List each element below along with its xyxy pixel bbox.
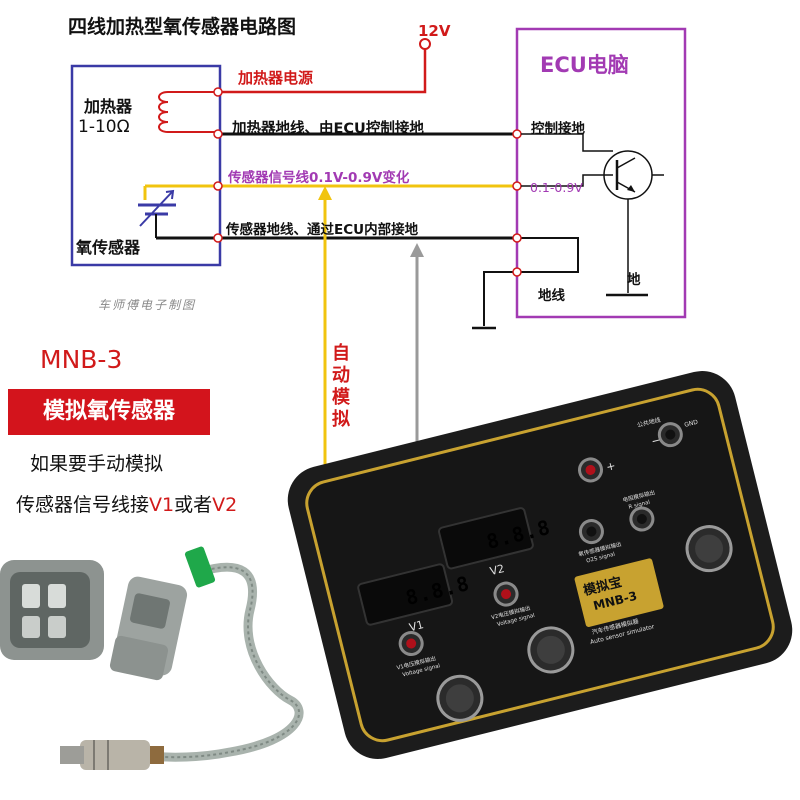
transistor-symbol bbox=[521, 133, 664, 297]
display-v2-label: V2 bbox=[489, 562, 506, 578]
gnd-label: GND bbox=[684, 419, 699, 429]
terminals bbox=[213, 87, 522, 277]
o2-sensor-photo bbox=[60, 546, 304, 770]
simulator-device: 8.8.8 8.8.8 V1 V2 模拟宝 MNB-3 汽车传感器模拟器 Aut… bbox=[287, 371, 793, 759]
manual-sim-line: 如果要手动模拟 bbox=[30, 453, 164, 475]
heater-power-wire bbox=[216, 48, 427, 94]
ecu-box bbox=[515, 27, 687, 319]
ecu-signal-range-label: 0.1-0.9V bbox=[530, 180, 583, 195]
plus-label: + bbox=[605, 459, 617, 474]
connect-v1: V1 bbox=[149, 494, 175, 516]
ecu-earth-label: 地 bbox=[627, 272, 641, 288]
auto-simulation-label: 自动模拟 bbox=[332, 343, 350, 430]
knobs bbox=[436, 525, 733, 722]
ecu-ground-path bbox=[483, 237, 579, 326]
heater-resistance-label: 1-10Ω bbox=[78, 117, 130, 137]
product-banner-text: 模拟氧传感器 bbox=[42, 399, 175, 424]
display-v1-label: V1 bbox=[408, 618, 425, 634]
o2-sensor-label: 氧传感器 bbox=[76, 238, 141, 257]
connector-closeup-photo bbox=[0, 560, 104, 660]
sensor-box bbox=[70, 64, 222, 267]
signal-wire-label: 传感器信号线0.1V-0.9V变化 bbox=[228, 170, 410, 186]
ecu-control-ground-label: 控制接地 bbox=[531, 121, 585, 137]
ecu-label: ECU电脑 bbox=[540, 53, 629, 77]
heater-ground-label: 加热器地线、由ECU控制接地 bbox=[232, 121, 424, 137]
connect-prefix: 传感器信号线接 bbox=[16, 494, 150, 516]
connect-v2: V2 bbox=[212, 494, 238, 516]
supply-voltage-label: 12V bbox=[418, 22, 451, 40]
product-model: MNB-3 bbox=[40, 345, 123, 374]
connect-instruction: 传感器信号线接V1或者V2 bbox=[16, 490, 237, 517]
supply-terminal bbox=[419, 38, 431, 50]
auto-sim-arrow bbox=[318, 186, 332, 200]
product-banner bbox=[8, 389, 210, 435]
heater-power-label: 加热器电源 bbox=[238, 69, 314, 87]
heater-coil bbox=[158, 91, 216, 133]
sensor-ground-label: 传感器地线、通过ECU内部接地 bbox=[226, 222, 419, 238]
ground-link-arrow bbox=[410, 243, 424, 257]
connect-mid: 或者 bbox=[174, 494, 213, 516]
diagram-credit: 车师傅电子制图 bbox=[98, 298, 197, 312]
ecu-ground-label: 地线 bbox=[538, 288, 565, 304]
r-output-en-label: R signal bbox=[628, 500, 651, 511]
heater-label: 加热器 bbox=[84, 97, 133, 116]
o2-sensor-symbol bbox=[138, 189, 176, 238]
diagram-title: 四线加热型氧传感器电路图 bbox=[68, 16, 297, 38]
minus-label: − bbox=[650, 433, 662, 448]
